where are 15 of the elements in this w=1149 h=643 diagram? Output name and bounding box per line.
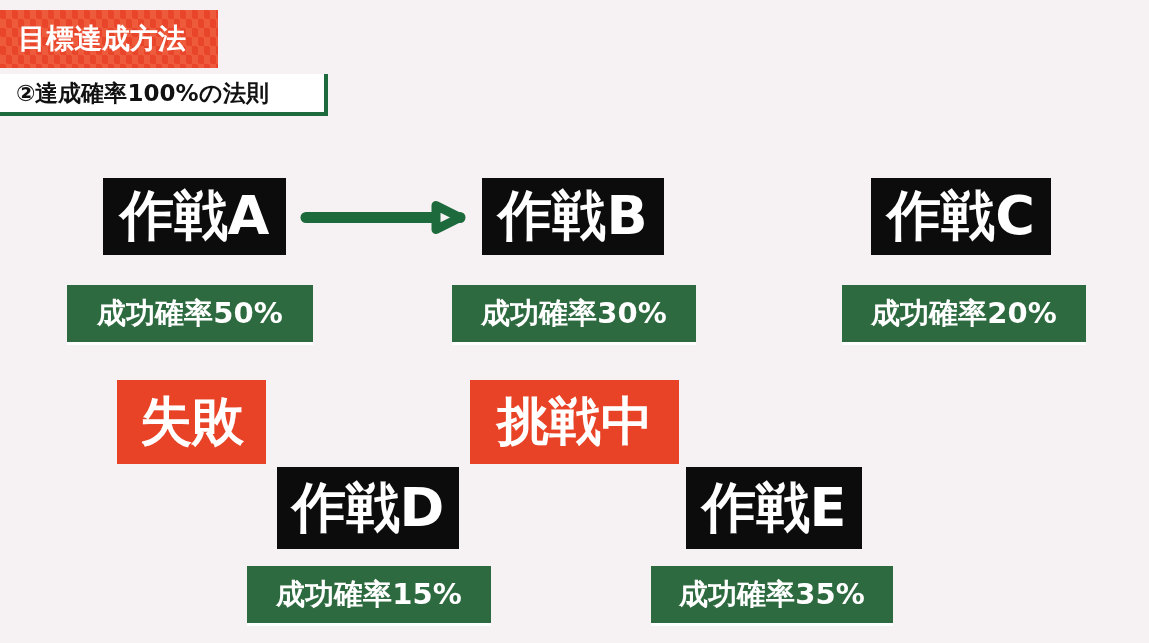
plan-box: 作戦A — [103, 178, 286, 255]
probability-box: 成功確率35% — [651, 566, 893, 626]
probability-box: 成功確率30% — [452, 285, 696, 345]
probability-box: 成功確率50% — [67, 285, 313, 345]
arrow — [300, 201, 466, 234]
probability-box: 成功確率15% — [247, 566, 491, 626]
plan-box: 作戦C — [871, 178, 1051, 255]
plan-box: 作戦D — [277, 467, 459, 549]
plan-box: 作戦E — [686, 467, 862, 549]
subtitle-banner: ②達成確率100%の法則 — [0, 74, 328, 116]
plan-box: 作戦B — [482, 178, 664, 255]
status-box: 失敗 — [117, 380, 266, 464]
status-box: 挑戦中 — [470, 380, 679, 464]
title-banner: 目標達成方法 — [0, 10, 218, 68]
probability-box: 成功確率20% — [842, 285, 1086, 345]
